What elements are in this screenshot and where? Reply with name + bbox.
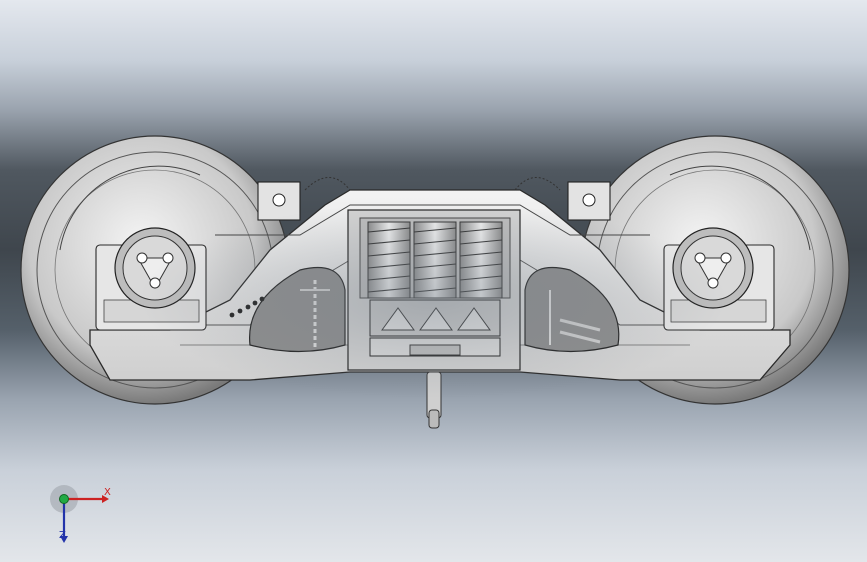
- left-top-bracket[interactable]: [257, 177, 351, 221]
- coordinate-triad: [50, 485, 109, 543]
- spring-right: [459, 221, 503, 299]
- left-axle-bearing[interactable]: [114, 227, 196, 309]
- coil-springs[interactable]: [367, 221, 503, 299]
- center-pin[interactable]: [426, 371, 442, 429]
- z-axis-label: Z: [59, 530, 66, 541]
- right-axle-bearing[interactable]: [672, 227, 754, 309]
- spring-middle: [413, 221, 457, 299]
- right-top-bracket[interactable]: [514, 177, 611, 221]
- x-axis-label: X: [104, 487, 111, 498]
- y-axis-dot: [59, 494, 69, 504]
- left-window-opening[interactable]: [248, 266, 346, 353]
- spring-left: [367, 221, 411, 299]
- bolt-holes: [229, 296, 265, 318]
- friction-wedges[interactable]: [369, 299, 501, 357]
- right-window-opening[interactable]: [524, 266, 620, 353]
